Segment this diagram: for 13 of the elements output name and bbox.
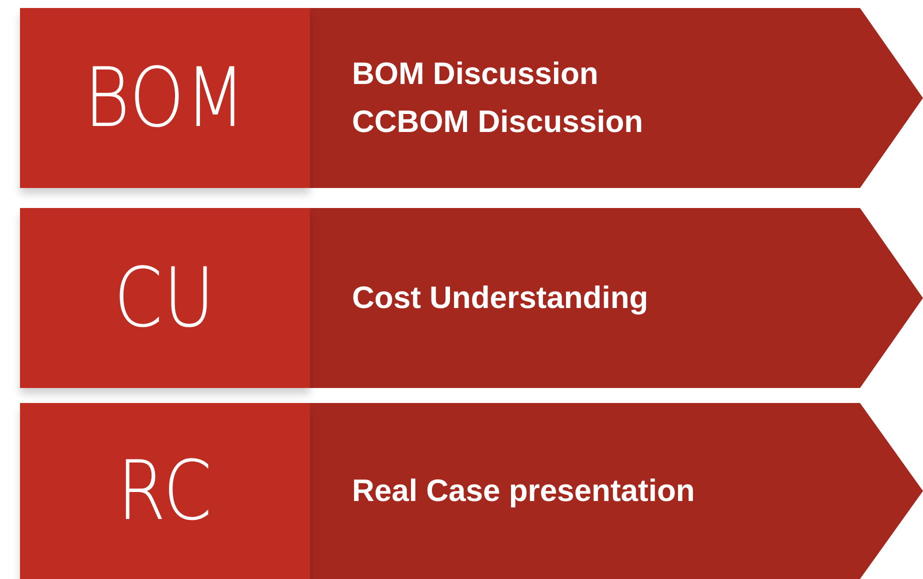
topic-text: CCBOM Discussion: [352, 103, 644, 141]
abbreviation-text: CU: [114, 250, 216, 346]
chevron-banner: [310, 208, 923, 388]
chevron-banner: [310, 403, 923, 579]
abbreviation-text: BOM: [84, 50, 246, 146]
abbreviation-tile: [20, 403, 310, 579]
topic-text: BOM Discussion: [352, 55, 600, 93]
abbreviation-text: RC: [117, 444, 213, 538]
topic-text: Real Case presentation: [352, 472, 695, 510]
abbreviation-tile: [20, 208, 310, 388]
abbreviation-tile: [20, 8, 310, 188]
chevron-banner: [310, 8, 923, 188]
topic-text: Cost Understanding: [352, 279, 648, 317]
